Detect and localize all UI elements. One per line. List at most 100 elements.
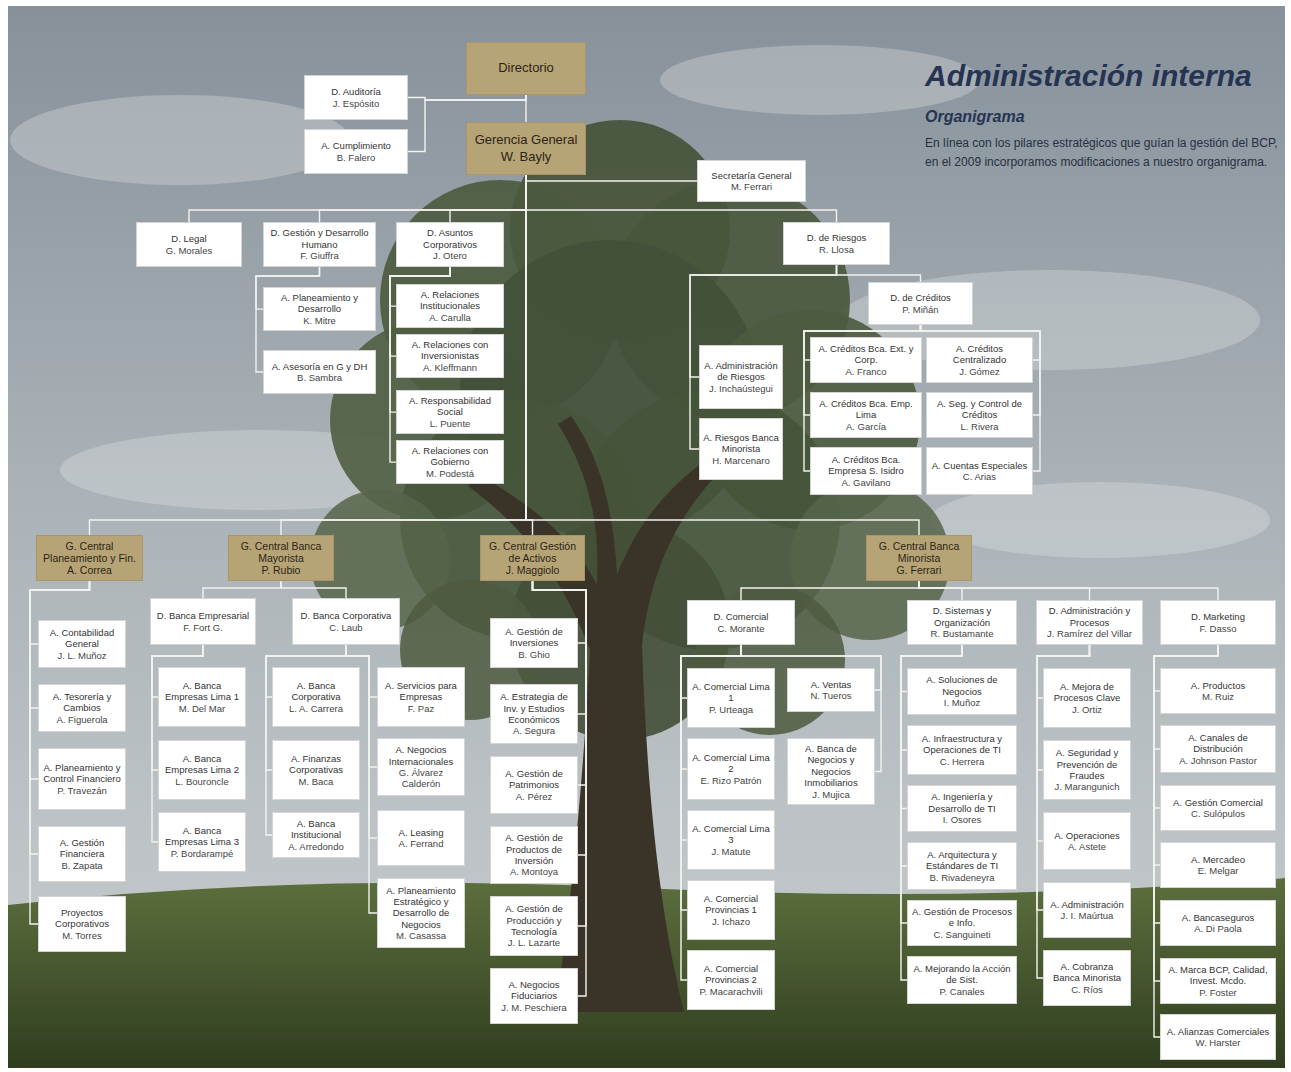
unit-name: A. Infraestructura y Operaciones de TI [910, 733, 1014, 756]
org-connector [189, 175, 526, 222]
unit-name: Proyectos Corporativos [41, 907, 123, 930]
unit-name: A. Riesgos Banca Minorista [702, 432, 780, 455]
person-name: C. Ríos [1046, 984, 1128, 995]
person-name: J. L. Muñoz [41, 650, 123, 661]
org-connector [281, 581, 346, 598]
unit-name: Directorio [469, 60, 583, 76]
sky [8, 6, 1285, 1068]
org-connector [320, 175, 527, 222]
unit-box: D. Asuntos CorporativosJ. Otero [396, 222, 504, 267]
unit-name: A. Planeamiento y Desarrollo [266, 292, 373, 315]
person-name: R. Llosa [786, 244, 887, 255]
person-name: E. Melgar [1163, 865, 1273, 876]
unit-box: A. Ingeniería y Desarrollo de TII. Osore… [907, 785, 1017, 832]
person-name: F. Paz [380, 703, 462, 714]
unit-box: A. Planeamiento y DesarrolloK. Mitre [263, 287, 376, 331]
unit-name: D. Auditoría [307, 86, 405, 97]
unit-box: A. Relaciones con InversionistasA. Kleff… [396, 334, 504, 378]
unit-box: A. Negocios InternacionalesG. Álvarez Ca… [377, 738, 465, 796]
org-connector [203, 581, 281, 598]
unit-box: A. Comercial Lima 1P. Urteaga [687, 668, 775, 728]
unit-name: Gerencia General [469, 132, 583, 148]
unit-name: A. Banca de Negocios y Negocios Inmobili… [790, 743, 872, 789]
person-name: L. Bouroncle [161, 776, 243, 787]
person-name: M. Ruiz [1163, 691, 1273, 702]
person-name: J. I. Maúrtua [1046, 910, 1128, 921]
unit-box: A. LeasingA. Ferrand [377, 810, 465, 866]
org-connector [919, 581, 1218, 600]
unit-name: A. Banca Empresas Lima 1 [161, 680, 243, 703]
person-name: R. Bustamante [910, 628, 1014, 639]
unit-name: A. Cuentas Especiales [929, 460, 1030, 471]
unit-name: A. Responsabilidad Social [399, 395, 501, 418]
unit-name: A. Relaciones con Gobierno [399, 445, 501, 468]
unit-box: D. LegalG. Morales [136, 222, 242, 267]
person-name: J. Otero [399, 250, 501, 261]
person-name: W. Bayly [469, 149, 583, 165]
unit-name: A. Planeamiento Estratégico y Desarrollo… [380, 885, 462, 931]
unit-box: A. Negocios FiduciariosJ. M. Peschiera [490, 968, 578, 1024]
org-connector [837, 265, 921, 282]
unit-box: D. Gestión y Desarrollo HumanoF. Giuffra [263, 222, 376, 267]
unit-box: A. Planeamiento Estratégico y Desarrollo… [377, 878, 465, 948]
person-name: P. Foster [1163, 987, 1273, 998]
org-connector [526, 175, 533, 535]
person-name: P. Rubio [231, 564, 331, 576]
person-name: J. L. Lazarte [493, 937, 575, 948]
person-name: G. Morales [139, 245, 239, 256]
org-connector [526, 175, 919, 535]
person-name: M. Torres [41, 930, 123, 941]
unit-box: A. Estrategia de Inv. y Estudios Económi… [490, 684, 578, 744]
unit-name: A. Ingeniería y Desarrollo de TI [910, 791, 1014, 814]
org-connector [919, 581, 962, 600]
unit-name: A. Relaciones con Inversionistas [399, 339, 501, 362]
person-name: J. Maggiolo [483, 564, 582, 576]
person-name: G. Álvarez Calderón [380, 767, 462, 790]
person-name: F. Fort G. [153, 622, 253, 633]
person-name: J. Matute [690, 846, 772, 857]
unit-name: A. Seguridad y Prevención de Fraudes [1046, 747, 1128, 781]
unit-box: A. Gestión de Producción y TecnologíaJ. … [490, 896, 578, 956]
person-name: A. Astete [1046, 841, 1128, 852]
unit-name: A. Canales de Distribución [1163, 732, 1273, 755]
org-connector [741, 581, 919, 600]
unit-name: A. Arquitectura y Estándares de TI [910, 849, 1014, 872]
person-name: F. Dasso [1163, 623, 1273, 634]
unit-name: D. Banca Corporativa [295, 610, 397, 621]
unit-name: A. Alianzas Comerciales [1163, 1026, 1273, 1037]
person-name: C. Arias [929, 471, 1030, 482]
unit-box: A. Finanzas CorporativasM. Baca [272, 740, 360, 800]
person-name: J. M. Peschiera [493, 1002, 575, 1013]
unit-name: A. Gestión de Producción y Tecnología [493, 903, 575, 937]
org-connector [408, 95, 526, 100]
person-name: M. Baca [275, 776, 357, 787]
unit-name: A. Comercial Provincias 1 [690, 893, 772, 916]
unit-name: A. Gestión de Inversiones [493, 626, 575, 649]
person-name: M. Ferrari [700, 181, 803, 192]
person-name: I. Muñoz [910, 697, 1014, 708]
unit-name: A. Administración de Riesgos [702, 360, 780, 383]
unit-name: A. Leasing [380, 827, 462, 838]
unit-box: D. AuditoríaJ. Espósito [304, 75, 408, 120]
unit-name: A. Gestión de Procesos e Info. [910, 906, 1014, 929]
unit-name: A. Gestión de Productos de Inversión [493, 832, 575, 866]
unit-box: D. Administración y ProcesosJ. Ramírez d… [1036, 600, 1143, 645]
unit-box: A. Gestión de InversionesB. Ghio [490, 618, 578, 668]
unit-box: A. Banca Empresas Lima 1M. Del Mar [158, 667, 246, 727]
person-name: G. Ferrari [869, 564, 969, 576]
unit-box: A. Relaciones con GobiernoM. Podestá [396, 440, 504, 484]
unit-name: A. Gestión Financiera [41, 837, 123, 860]
unit-name: A. Mercadeo [1163, 854, 1273, 865]
person-name: B. Ghio [493, 649, 575, 660]
unit-name: D. Banca Empresarial [153, 610, 253, 621]
unit-name: D. Sistemas y Organización [910, 605, 1014, 628]
unit-name: G. Central Planeamiento y Fin. [39, 540, 140, 564]
unit-box: A. Gestión de Procesos e Info.C. Sanguin… [907, 900, 1017, 946]
unit-box: A. BancasegurosA. Di Paola [1160, 900, 1276, 946]
person-name: W. Harster [1163, 1037, 1273, 1048]
person-name: L. Rivera [929, 421, 1030, 432]
org-connector [450, 175, 526, 222]
person-name: A. Kleffmann [399, 362, 501, 373]
person-name: M. Podestá [399, 468, 501, 479]
